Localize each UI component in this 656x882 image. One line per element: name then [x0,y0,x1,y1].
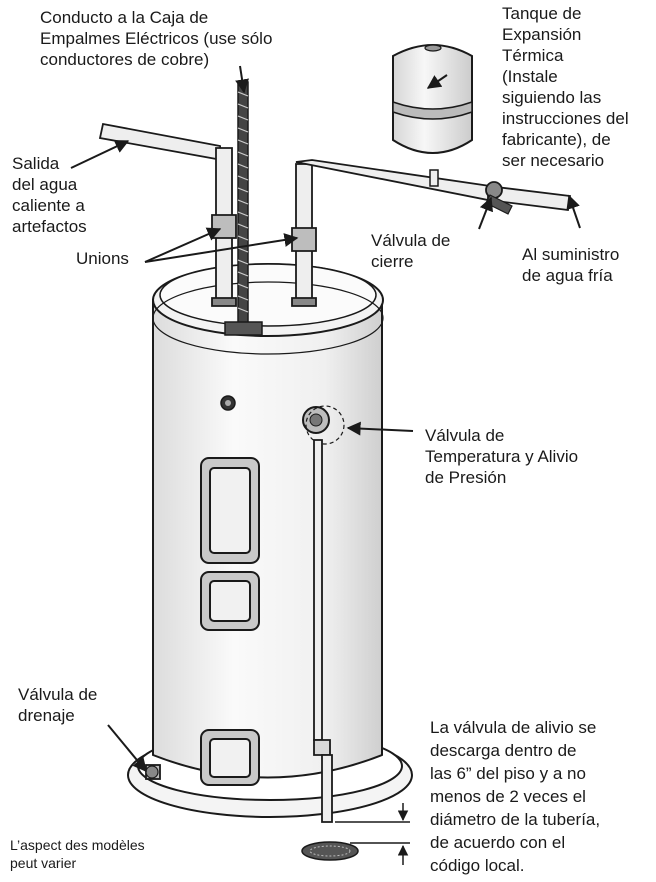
label-disclaimer: L’aspect des modèles peut varier [10,837,145,871]
label-conduit: Conducto a la Caja de Empalmes Eléctrico… [40,8,273,69]
expansion-tank [392,44,473,187]
front-plug-icon [220,395,236,411]
shutoff-valve [485,181,513,215]
leader-arrows [70,65,581,773]
cold-water-pipe [291,159,572,307]
label-cold-water-supply: Al suministro de agua fría [522,245,620,285]
tp-relief-valve [302,405,345,445]
label-shutoff-valve: Válvula de cierre [371,231,451,271]
label-expansion-tank: Tanque de Expansión Térmica (Instale sig… [502,4,629,170]
drain-valve [145,764,161,780]
label-drain-valve: Válvula de drenaje [18,685,98,725]
label-discharge-note: La válvula de alivio se descarga dentro … [430,718,601,875]
element-access-panel-lower [200,729,260,786]
label-hot-water-outlet: Salida del agua caliente a artefactos [12,154,87,236]
water-heater-tank [152,263,384,779]
dimension-marker [335,803,410,865]
discharge-pipe [313,439,333,823]
label-tp-relief-valve: Válvula de Temperatura y Alivio de Presi… [425,426,579,487]
floor-drain-icon [301,841,359,861]
hot-water-pipe [98,122,237,307]
element-access-panel-upper [200,457,260,564]
thermostat-access-panel [200,571,260,631]
label-unions: Unions [76,249,129,268]
